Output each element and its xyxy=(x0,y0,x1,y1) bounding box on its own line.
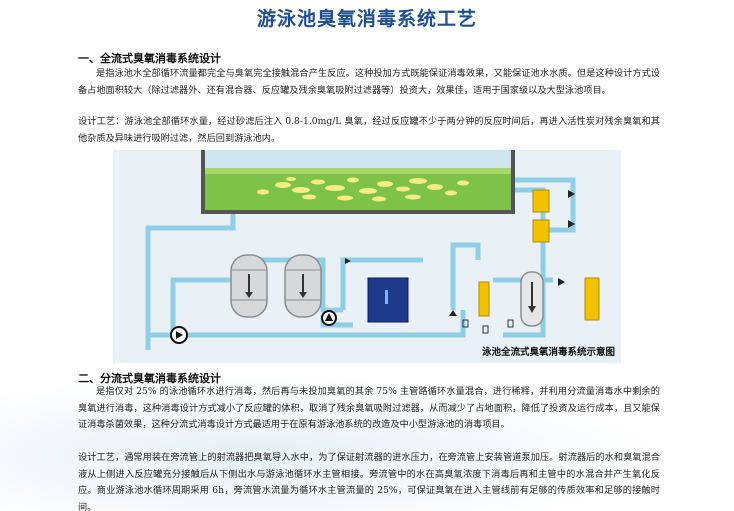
booster-pump xyxy=(321,310,337,326)
process-diagram: 泳池全流式臭氧消毒系统示意图 xyxy=(113,150,621,363)
section2-heading: 二、分流式臭氧消毒系统设计 xyxy=(78,372,221,385)
ozone-generator xyxy=(367,277,409,323)
pool xyxy=(201,150,515,214)
diagram-svg xyxy=(145,150,600,350)
valves xyxy=(462,319,514,334)
yellow-equipment xyxy=(478,189,600,321)
sand-filter-2 xyxy=(284,254,322,318)
section1-paragraph-1: 是指泳池水全部循环流量都完全与臭氧完全接触混合产生反应。这种投加方式既能保证消毒… xyxy=(78,68,660,96)
section2-paragraph-2: 设计工艺，通常用装在旁流管上的射流器把臭氧导入水中，为了保证射流器的进水压力，在… xyxy=(78,452,660,511)
circulation-pump xyxy=(170,326,188,344)
page-title: 游泳池臭氧消毒系统工艺 xyxy=(256,8,477,30)
section1-heading: 一、全流式臭氧消毒系统设计 xyxy=(78,52,221,65)
section1-paragraph-2: 设计工艺：游泳池全部循环水量，经过砂滤后注入 0.8-1.0mg/L 臭氧，经过… xyxy=(78,116,660,144)
sand-filter-1 xyxy=(230,254,268,318)
flow-arrows xyxy=(345,190,575,316)
diagram-caption: 泳池全流式臭氧消毒系统示意图 xyxy=(481,347,615,358)
section2-paragraph-1: 是指仅对 25% 的泳池循环水进行消毒，然后再与未投加臭氧的其余 75% 主管路… xyxy=(78,386,660,430)
reaction-tank xyxy=(520,271,544,327)
